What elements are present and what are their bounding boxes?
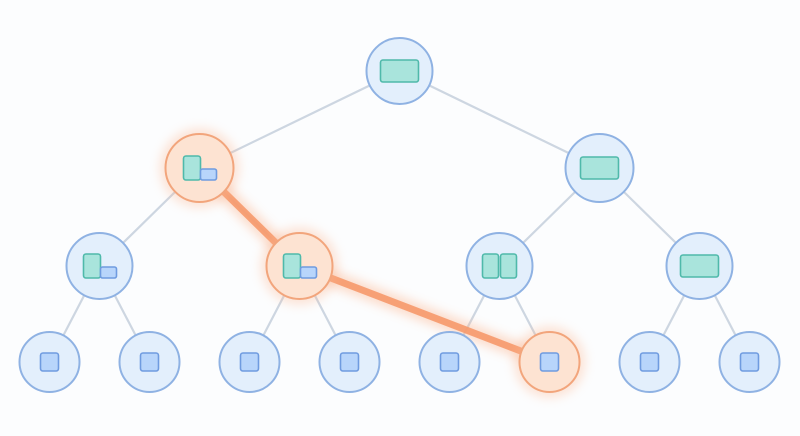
leaf-square-icon (339, 352, 360, 372)
leaf-square-icon (439, 352, 460, 372)
node-leaf2 (118, 331, 181, 393)
node-leaf6 (513, 326, 586, 398)
corner-panel-icon (199, 168, 218, 181)
node-l2d (665, 232, 734, 300)
tall-panel-icon (182, 155, 202, 181)
node-root (365, 37, 434, 105)
leaf-square-icon (739, 352, 760, 372)
leaf-square-icon (39, 352, 60, 372)
highlight-edge-l2b-leaf6 (296, 262, 553, 366)
wide-panel-icon (679, 254, 720, 278)
wide-panel-icon (379, 59, 420, 83)
edge-root-l1b (398, 69, 601, 170)
node-l2c (465, 232, 534, 300)
leaf-square-icon (539, 352, 560, 372)
node-leaf7 (618, 331, 681, 393)
node-leaf1 (18, 331, 81, 393)
corner-panel-icon (99, 266, 118, 279)
tall-panel-icon (82, 253, 102, 279)
wide-panel-icon (579, 156, 620, 180)
node-leaf3 (218, 331, 281, 393)
nodes-layer (18, 37, 781, 398)
node-circle (465, 232, 534, 300)
edges-layer (48, 69, 751, 364)
node-l1a (159, 128, 240, 208)
corner-panel-icon (299, 266, 318, 279)
node-l2b (260, 227, 339, 305)
left-panel-icon (481, 253, 500, 279)
right-panel-icon (499, 253, 518, 279)
leaf-square-icon (639, 352, 660, 372)
leaf-square-icon (239, 352, 260, 372)
node-leaf5 (418, 331, 481, 393)
node-l1b (564, 133, 635, 203)
node-l2a (65, 232, 134, 300)
node-leaf4 (318, 331, 381, 393)
node-leaf8 (718, 331, 781, 393)
tall-panel-icon (282, 253, 302, 279)
leaf-square-icon (139, 352, 160, 372)
